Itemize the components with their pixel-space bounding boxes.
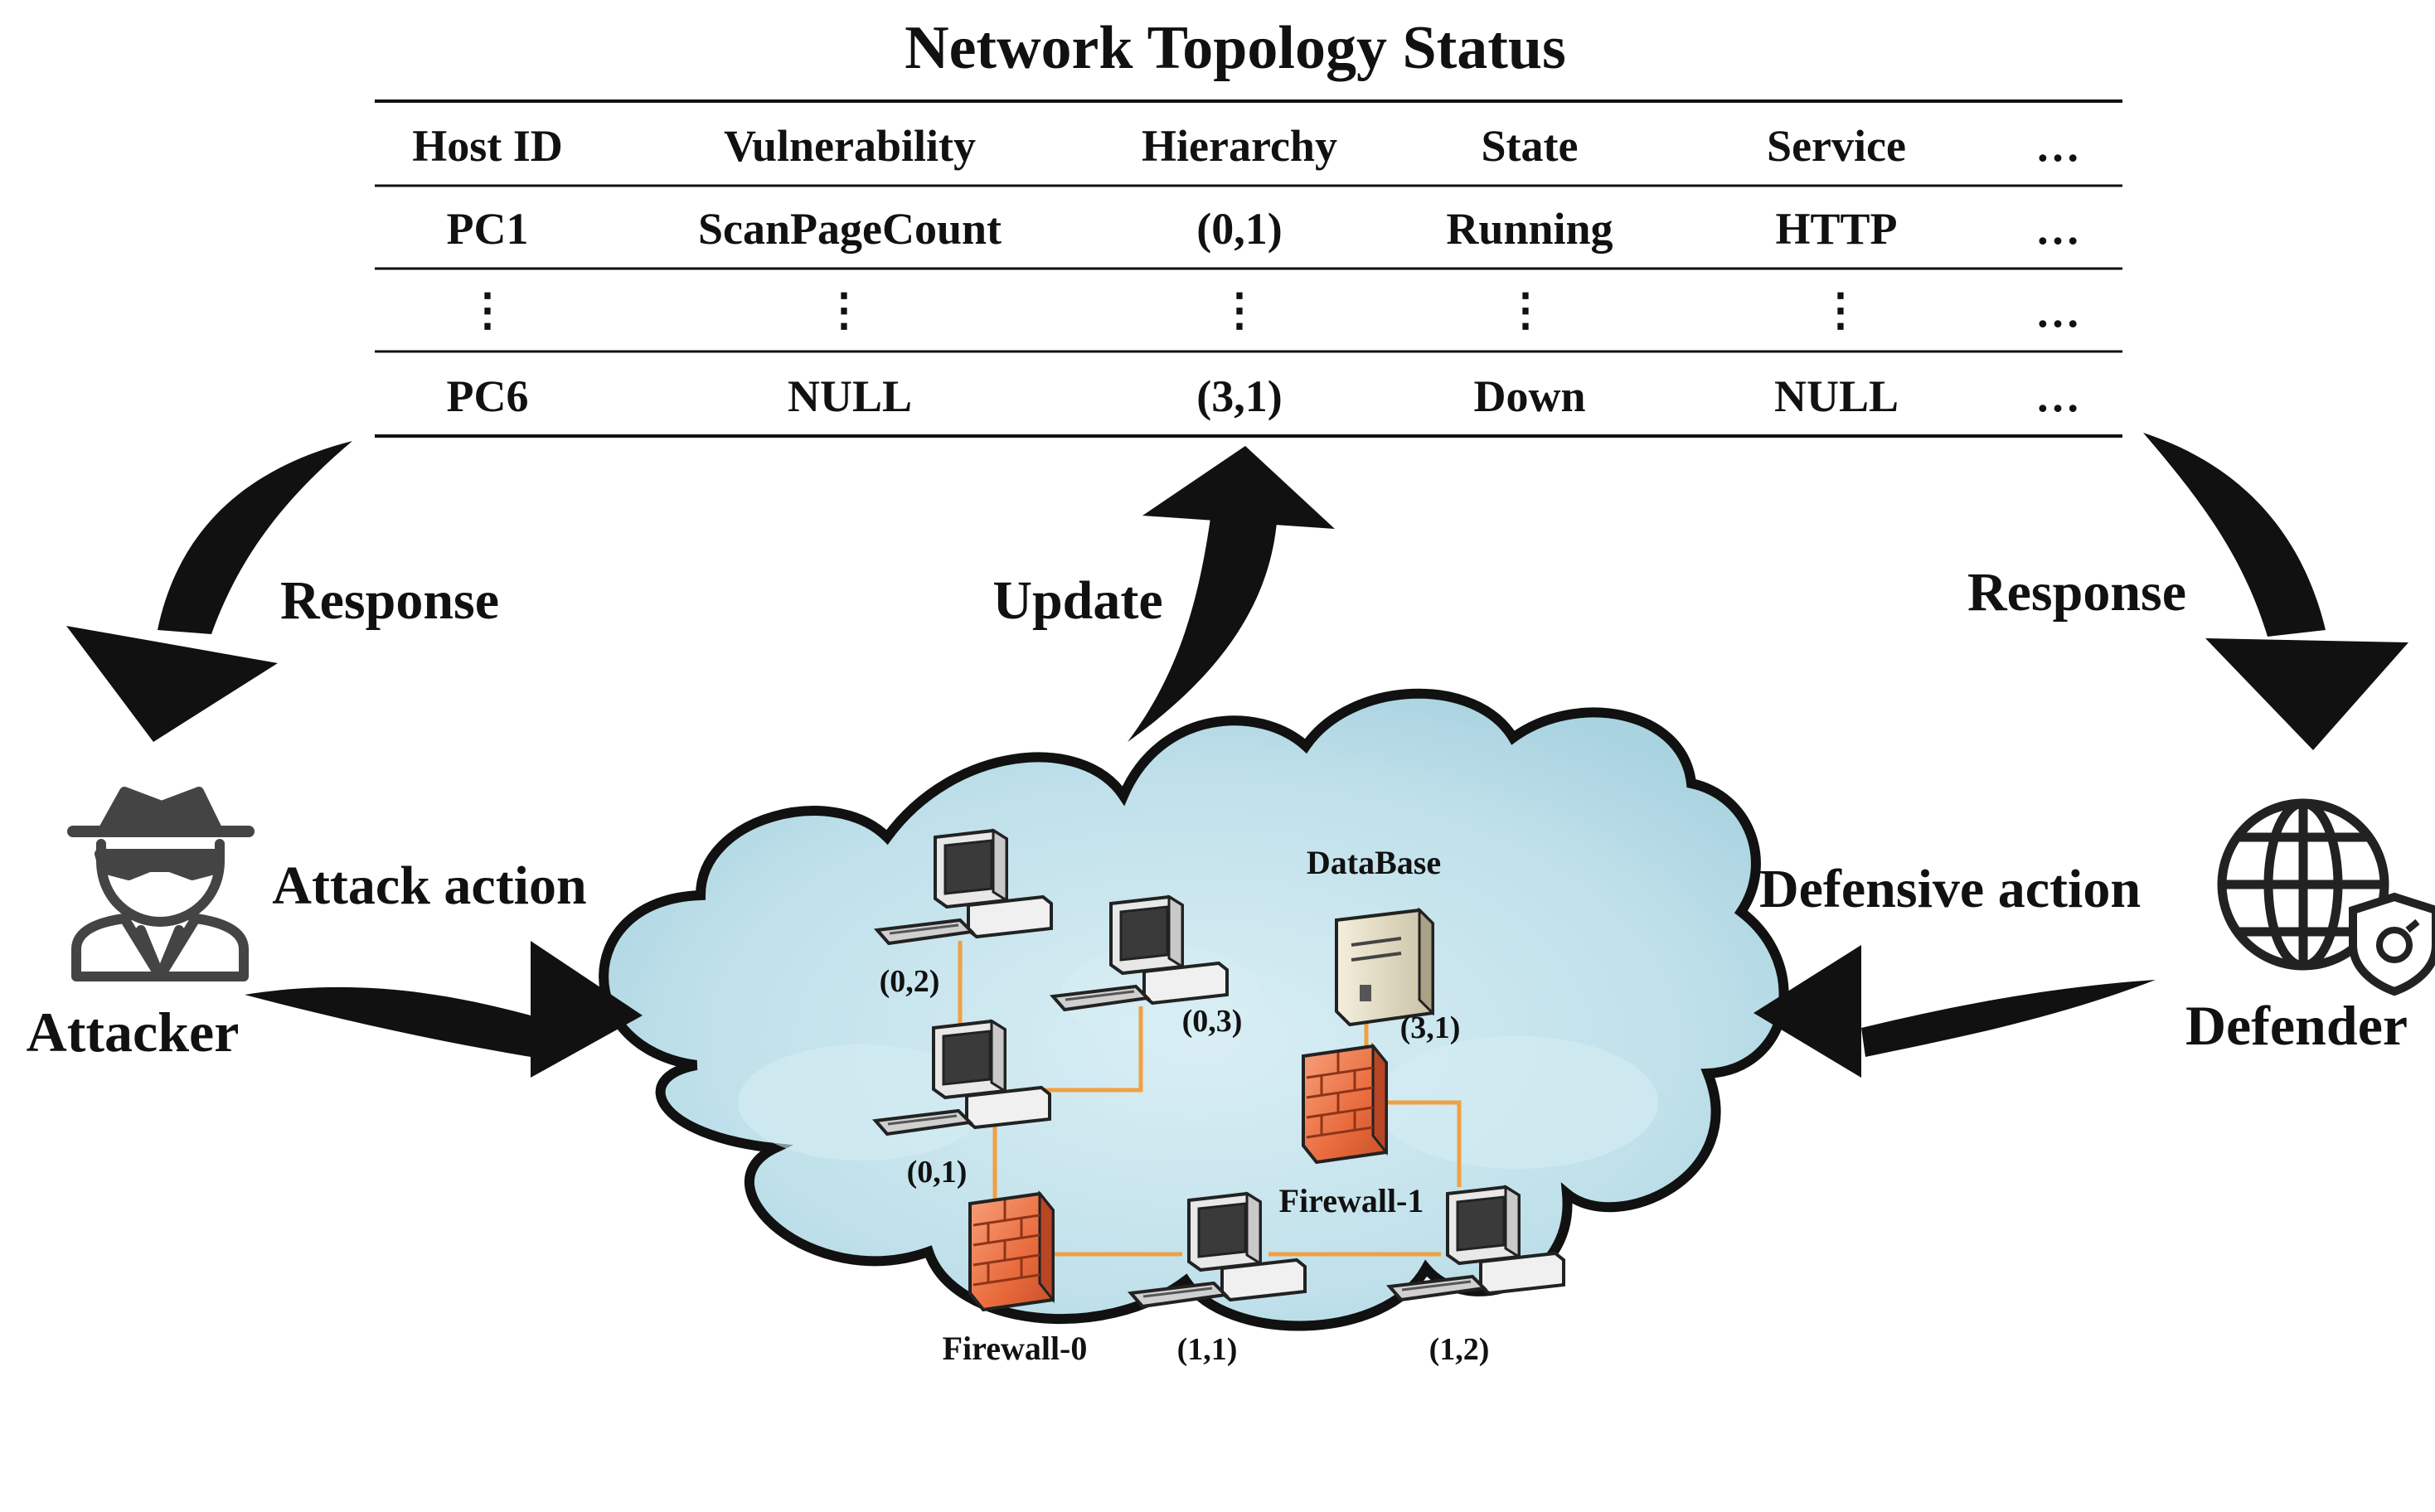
cell-hierarchy: (0,1) — [1196, 204, 1282, 254]
firewall-icon — [1302, 1044, 1388, 1164]
server-icon — [1335, 907, 1434, 1027]
cell-ellipsis: ⋮ — [465, 285, 510, 335]
cell-service: HTTP — [1775, 204, 1897, 254]
cloud-shade — [738, 1044, 987, 1161]
cloud-shade — [1376, 1036, 1658, 1169]
firewall-icon — [968, 1192, 1055, 1311]
defender-label: Defender — [2185, 994, 2408, 1057]
header-hierarchy: Hierarchy — [1142, 121, 1337, 171]
node-label: (3,1) — [1400, 1010, 1461, 1045]
cell-host-id: PC1 — [447, 204, 529, 254]
cell-vulnerability: NULL — [788, 371, 912, 421]
device-label-firewall-0: Firewall-0 — [943, 1330, 1088, 1367]
header-host-id: Host ID — [412, 121, 563, 171]
header-service: Service — [1767, 121, 1906, 171]
response-label-left: Response — [280, 570, 499, 631]
cell-ellipsis: ⋮ — [1818, 285, 1863, 335]
cell-more: … — [2035, 204, 2080, 254]
response-arrow-right — [2143, 433, 2408, 750]
link — [1385, 1100, 1462, 1187]
attack-action-arrow — [245, 941, 643, 1078]
node-label: (0,3) — [1182, 1004, 1243, 1039]
attacker-label: Attacker — [27, 1001, 240, 1064]
spy-icon — [67, 787, 255, 981]
response-arrow-left — [66, 441, 352, 742]
cell-ellipsis: ⋮ — [822, 285, 866, 335]
cell-more: … — [2035, 371, 2080, 421]
cell-host-id: PC6 — [447, 371, 529, 421]
device-label-database: DataBase — [1307, 844, 1441, 881]
device-label-firewall-1: Firewall-1 — [1279, 1182, 1424, 1219]
cell-ellipsis: ⋮ — [1503, 285, 1548, 335]
cell-hierarchy: (3,1) — [1196, 371, 1282, 421]
node-label: (1,2) — [1429, 1332, 1490, 1367]
header-state: State — [1482, 121, 1579, 171]
node-label: (0,1) — [907, 1155, 968, 1190]
cell-ellipsis: ⋮ — [1217, 285, 1262, 335]
page-title: Network Topology Status — [905, 14, 1566, 82]
link — [1020, 1006, 1143, 1093]
globe-shield-icon — [2217, 798, 2435, 996]
node-label: (0,2) — [880, 964, 940, 999]
update-label: Update — [992, 570, 1162, 631]
attack-action-label: Attack action — [272, 855, 586, 916]
status-table: Host ID Vulnerability Hierarchy State Se… — [375, 99, 2122, 438]
header-more: … — [2035, 121, 2080, 171]
cell-vulnerability: ScanPageCount — [698, 204, 1002, 254]
cell-state: Running — [1446, 204, 1613, 254]
response-label-right: Response — [1967, 562, 2186, 623]
cell-state: Down — [1473, 371, 1585, 421]
header-vulnerability: Vulnerability — [724, 121, 976, 171]
update-arrow — [1128, 446, 1335, 742]
network-links — [958, 941, 1462, 1257]
cell-service: NULL — [1774, 371, 1899, 421]
node-label: (1,1) — [1177, 1332, 1238, 1367]
defensive-action-label: Defensive action — [1759, 859, 2141, 919]
defensive-action-arrow — [1753, 945, 2156, 1078]
cell-more: … — [2035, 287, 2080, 337]
